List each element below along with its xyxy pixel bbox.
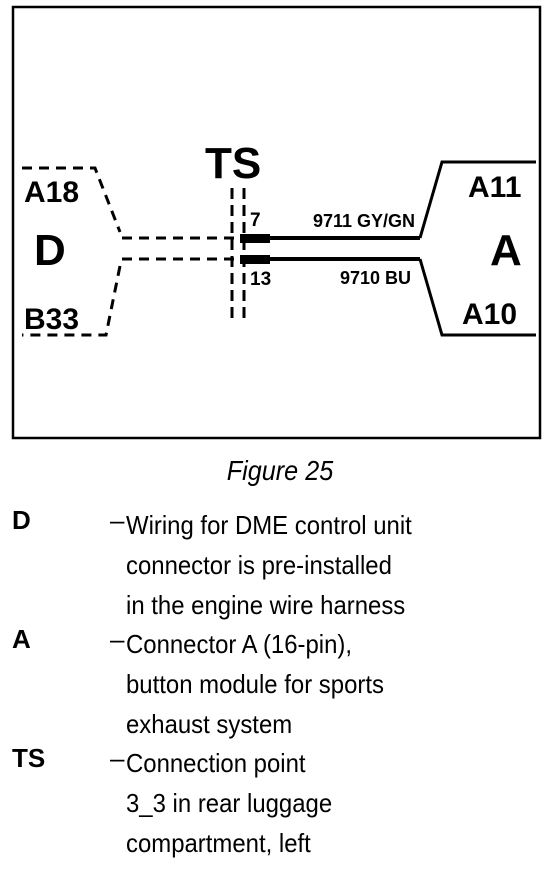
connector-a-label: A <box>490 226 522 275</box>
figure-caption: Figure 25 <box>226 455 334 486</box>
legend-item-a: A – Connector A (16-pin), button module … <box>12 624 552 744</box>
legend-key: D <box>12 505 31 535</box>
wires <box>240 234 420 264</box>
connector-d-label: D <box>34 226 66 275</box>
legend-text: Wiring for DME control unit connector is… <box>126 510 412 620</box>
connector-a-pin-top: A11 <box>468 171 521 204</box>
legend-text: Connector A (16-pin), button module for … <box>126 629 384 739</box>
ts-terminal-top <box>240 234 270 243</box>
wire-label-9711: 9711 GY/GN <box>313 211 415 231</box>
diagram-frame <box>11 5 542 440</box>
legend-item-ts: TS – Connection point 3_3 in rear luggag… <box>12 743 552 863</box>
legend-dash: – <box>110 505 125 535</box>
connector-d <box>22 166 242 337</box>
ts-pin-7: 7 <box>250 210 261 231</box>
ts-pin-13: 13 <box>250 269 271 290</box>
connector-d-pin-top: A18 <box>24 176 79 209</box>
wiring-diagram: D A18 B33 TS 7 13 9711 GY/GN 9710 BU A A… <box>11 5 542 440</box>
legend-text: Connection point 3_3 in rear luggage com… <box>126 748 333 858</box>
connector-d-pin-bottom: B33 <box>24 303 79 336</box>
legend-dash: – <box>110 743 125 773</box>
connection-point-ts <box>230 188 246 318</box>
ts-terminal-bottom <box>240 255 270 264</box>
connection-point-label: TS <box>205 139 261 188</box>
wire-label-9710: 9710 BU <box>340 268 411 288</box>
legend-dash: – <box>110 624 125 654</box>
legend-item-d: D – Wiring for DME control unit connecto… <box>12 505 552 625</box>
connector-a-pin-bottom: A10 <box>462 298 517 331</box>
connector-a <box>418 160 536 337</box>
legend-key: A <box>12 624 31 654</box>
legend-key: TS <box>12 743 46 773</box>
